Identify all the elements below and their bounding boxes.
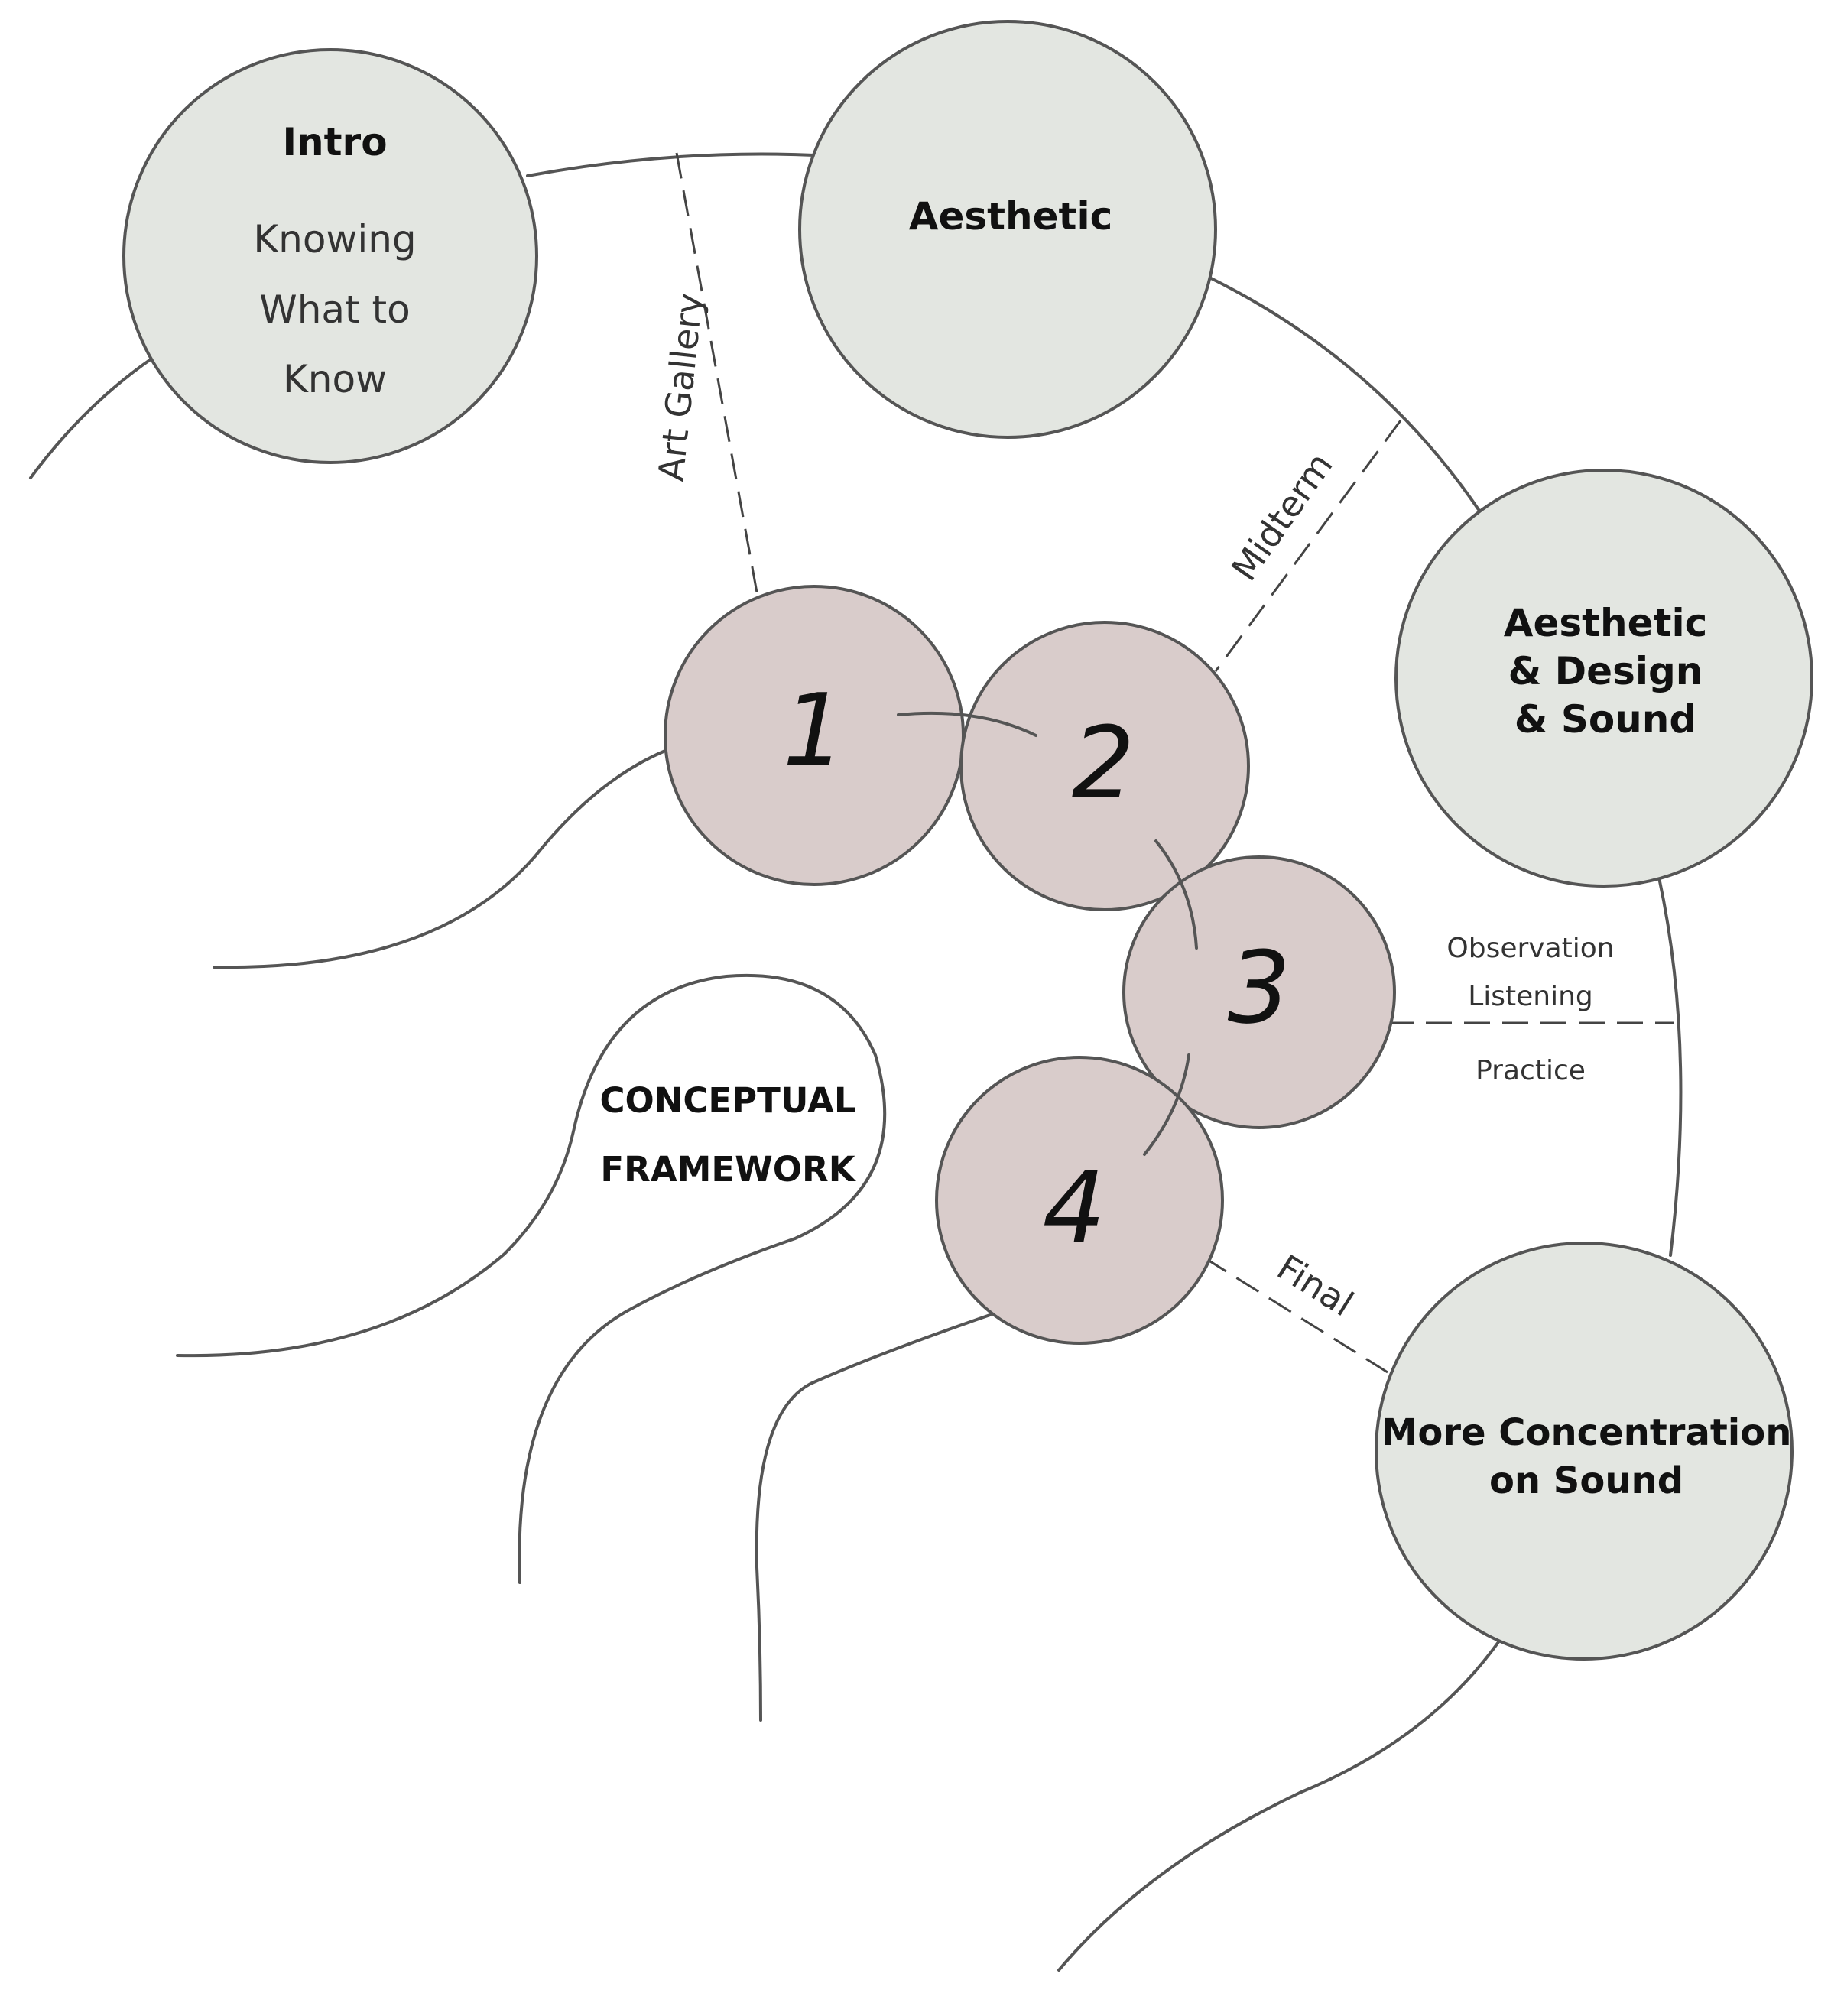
stage-intro-line-3: Know <box>283 357 387 401</box>
art-gallery-label: Art Gallery <box>650 291 711 483</box>
connecting-curves <box>29 152 1683 1972</box>
step-link-1-2 <box>897 711 1037 737</box>
midterm-dash <box>1214 420 1402 672</box>
stage-aesthetic: Aesthetic <box>798 20 1217 439</box>
stage-aesthetic-circle <box>798 20 1217 439</box>
stage-more-concentration-circle <box>1375 1242 1794 1661</box>
curve-design-to-concentration <box>1657 876 1683 1257</box>
stage-aesthetic-design-sound-line-3: & Sound <box>1514 697 1696 742</box>
stage-aesthetic-design-sound-line-2: & Design <box>1508 649 1703 693</box>
stage-more-concentration: More Concentration on Sound <box>1375 1242 1794 1661</box>
step-4-label: 4 <box>1043 1150 1106 1266</box>
stage-intro-line-1: Knowing <box>253 217 416 261</box>
curve-concentration-tail <box>1057 1638 1501 1972</box>
curve-aesthetic-to-design <box>1206 275 1481 512</box>
step-2-label: 2 <box>1072 705 1135 821</box>
curve-step4-tail <box>755 1313 992 1722</box>
stage-intro-line-2: What to <box>259 287 410 332</box>
step-2-circle <box>959 621 1250 911</box>
step-4-circle <box>935 1056 1224 1345</box>
observation-label: Observation <box>1446 933 1614 964</box>
stage-more-concentration-line-1: More Concentration <box>1381 1411 1792 1454</box>
steps: 1 2 3 4 <box>664 585 1396 1345</box>
step-3-circle <box>1122 855 1396 1129</box>
stage-intro-circle <box>122 48 538 464</box>
step-link-3-4 <box>1143 1053 1190 1156</box>
step-link-2-3 <box>1154 839 1198 950</box>
final-label: Final <box>1270 1246 1361 1324</box>
framework-label: CONCEPTUAL FRAMEWORK <box>599 1080 856 1190</box>
midterm-label: Midterm <box>1223 445 1341 588</box>
stage-intro-title: Intro <box>282 120 387 164</box>
listening-label: Listening <box>1468 981 1593 1012</box>
stage-aesthetic-design-sound-circle <box>1394 469 1813 888</box>
stage-aesthetic-design-sound: Aesthetic & Design & Sound <box>1394 469 1813 888</box>
practice-label: Practice <box>1476 1055 1586 1086</box>
curve-framework-blob <box>176 973 887 1584</box>
step-3-label: 3 <box>1228 930 1291 1046</box>
step-1-label: 1 <box>783 672 846 788</box>
curve-outer-arc-left <box>29 356 154 479</box>
stage-aesthetic-design-sound-line-1: Aesthetic <box>1504 601 1707 645</box>
framework-line-1: CONCEPTUAL <box>599 1080 855 1121</box>
framework-line-2: FRAMEWORK <box>600 1149 856 1190</box>
stage-more-concentration-line-2: on Sound <box>1489 1459 1683 1502</box>
dashed-connectors <box>675 152 1674 1374</box>
stage-aesthetic-title: Aesthetic <box>909 194 1112 239</box>
stage-intro: Intro Knowing What to Know <box>122 48 538 464</box>
curve-step1-tail <box>213 749 667 969</box>
curve-intro-to-aesthetic <box>526 152 816 177</box>
